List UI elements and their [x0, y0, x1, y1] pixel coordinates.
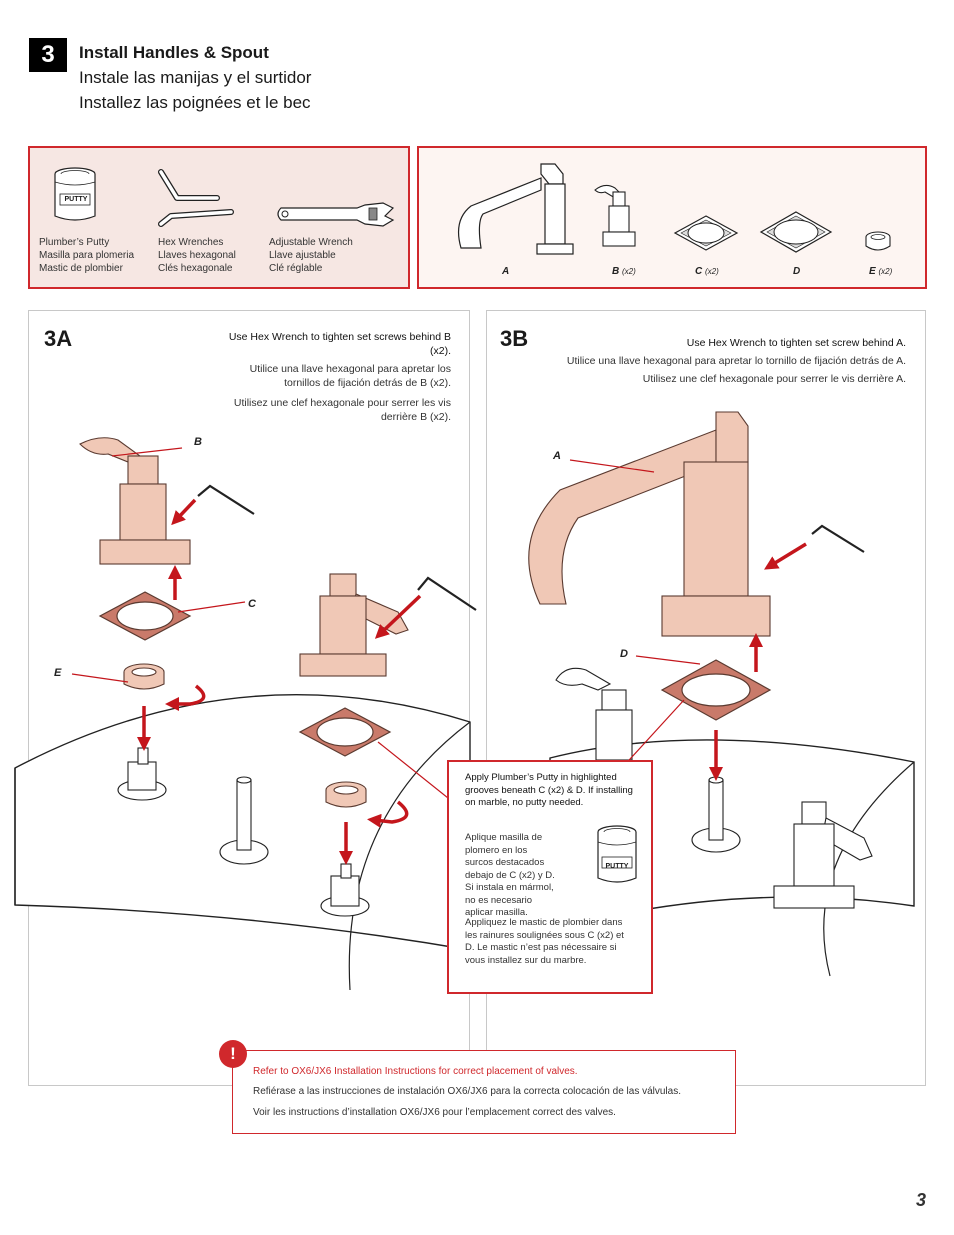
callout-c: C — [248, 598, 256, 610]
putty-jar-icon — [597, 825, 637, 883]
part-label-e: E (x2) — [869, 266, 893, 277]
handle-right-3b — [773, 801, 873, 909]
title-english: Install Handles & Spout — [79, 43, 269, 62]
panel-3a-instruction-es: Utilice una llave hexagonal para apretar… — [249, 363, 451, 389]
ring-c-left — [98, 591, 192, 641]
callout-b: B — [194, 436, 202, 448]
leaders-3a — [71, 447, 246, 683]
center-pipe-3b — [691, 776, 741, 853]
valve-right-3a — [320, 863, 370, 917]
ring-c-right — [298, 707, 392, 757]
part-label-c: C (x2) — [695, 266, 719, 277]
title-spanish: Instale las manijas y el surtidor — [79, 68, 312, 87]
ring-e-right — [325, 781, 367, 808]
handle-b-right — [299, 573, 409, 677]
part-label-d: D — [793, 266, 801, 277]
putty-jar-label: PUTTY — [605, 863, 629, 870]
arrows-3a — [137, 498, 422, 865]
arrows-3b — [709, 542, 807, 781]
warning-es: Refiérase a las instrucciones de instala… — [253, 1086, 681, 1097]
title-french: Installez las poignées et le bec — [79, 93, 311, 112]
callout-e: E — [54, 667, 62, 679]
hex-wrenches-icon — [158, 169, 234, 227]
handle-part-b-icon — [594, 184, 636, 247]
warning-icon: ! — [219, 1040, 247, 1068]
putty-note-es: Aplique masilla de plomero en los surcos… — [465, 832, 555, 918]
center-pipe-3a — [219, 776, 269, 865]
adjustable-wrench-icon — [277, 202, 395, 227]
warning-box: Refer to OX6/JX6 Installation Instructio… — [232, 1050, 736, 1134]
panel-3a-instruction-fr: Utilisez une clef hexagonale pour serrer… — [233, 397, 451, 423]
hex-wrench-3a-left — [197, 484, 255, 515]
putty-note-fr: Appliquez le mastic de plombier dans les… — [465, 917, 624, 966]
part-label-a: A — [502, 266, 510, 277]
handle-left-3b — [555, 667, 633, 761]
spout-part-a-icon — [458, 163, 574, 255]
warning-en: Refer to OX6/JX6 Installation Instructio… — [253, 1066, 578, 1077]
handle-b-left — [79, 437, 191, 565]
callout-d: D — [620, 648, 628, 660]
spout-a — [528, 411, 771, 637]
part-label-b: B (x2) — [612, 266, 636, 277]
putty-jar-icon — [54, 167, 96, 221]
putty-note-box: Apply Plumber’s Putty in highlighted gro… — [447, 760, 653, 994]
parts-box: A B (x2) C (x2) D E (x2) — [417, 146, 927, 289]
ring-part-e-icon — [865, 231, 891, 251]
putty-jar-label: PUTTY — [64, 196, 88, 203]
ring-e-left — [123, 663, 165, 690]
hex-wrench-3a-right — [417, 576, 477, 611]
page-number: 3 — [915, 1190, 926, 1210]
panel-3b-label: 3B — [500, 326, 529, 351]
putty-note-en: Apply Plumber’s Putty in highlighted gro… — [465, 772, 633, 808]
valve-left-3a — [117, 747, 167, 801]
panel-3a-instruction-en: Use Hex Wrench to tighten set screws beh… — [228, 331, 451, 357]
panel-3b-instruction-es: Utilice una llave hexagonal para apretar… — [566, 355, 906, 367]
warning-fr: Voir les instructions d’installation OX6… — [253, 1107, 616, 1118]
panel-3b-instruction-fr: Utilisez une clef hexagonale pour serrer… — [642, 373, 906, 385]
step-number-badge: 3 — [29, 38, 67, 72]
panel-3b-instruction-en: Use Hex Wrench to tighten set screw behi… — [686, 337, 906, 349]
hex-wrench-3b — [811, 524, 865, 553]
gasket-part-d-icon — [759, 211, 833, 253]
callout-a: A — [553, 450, 561, 462]
ring-d — [660, 659, 772, 721]
panel-3a-label: 3A — [44, 326, 73, 351]
gasket-part-c-icon — [673, 215, 739, 251]
